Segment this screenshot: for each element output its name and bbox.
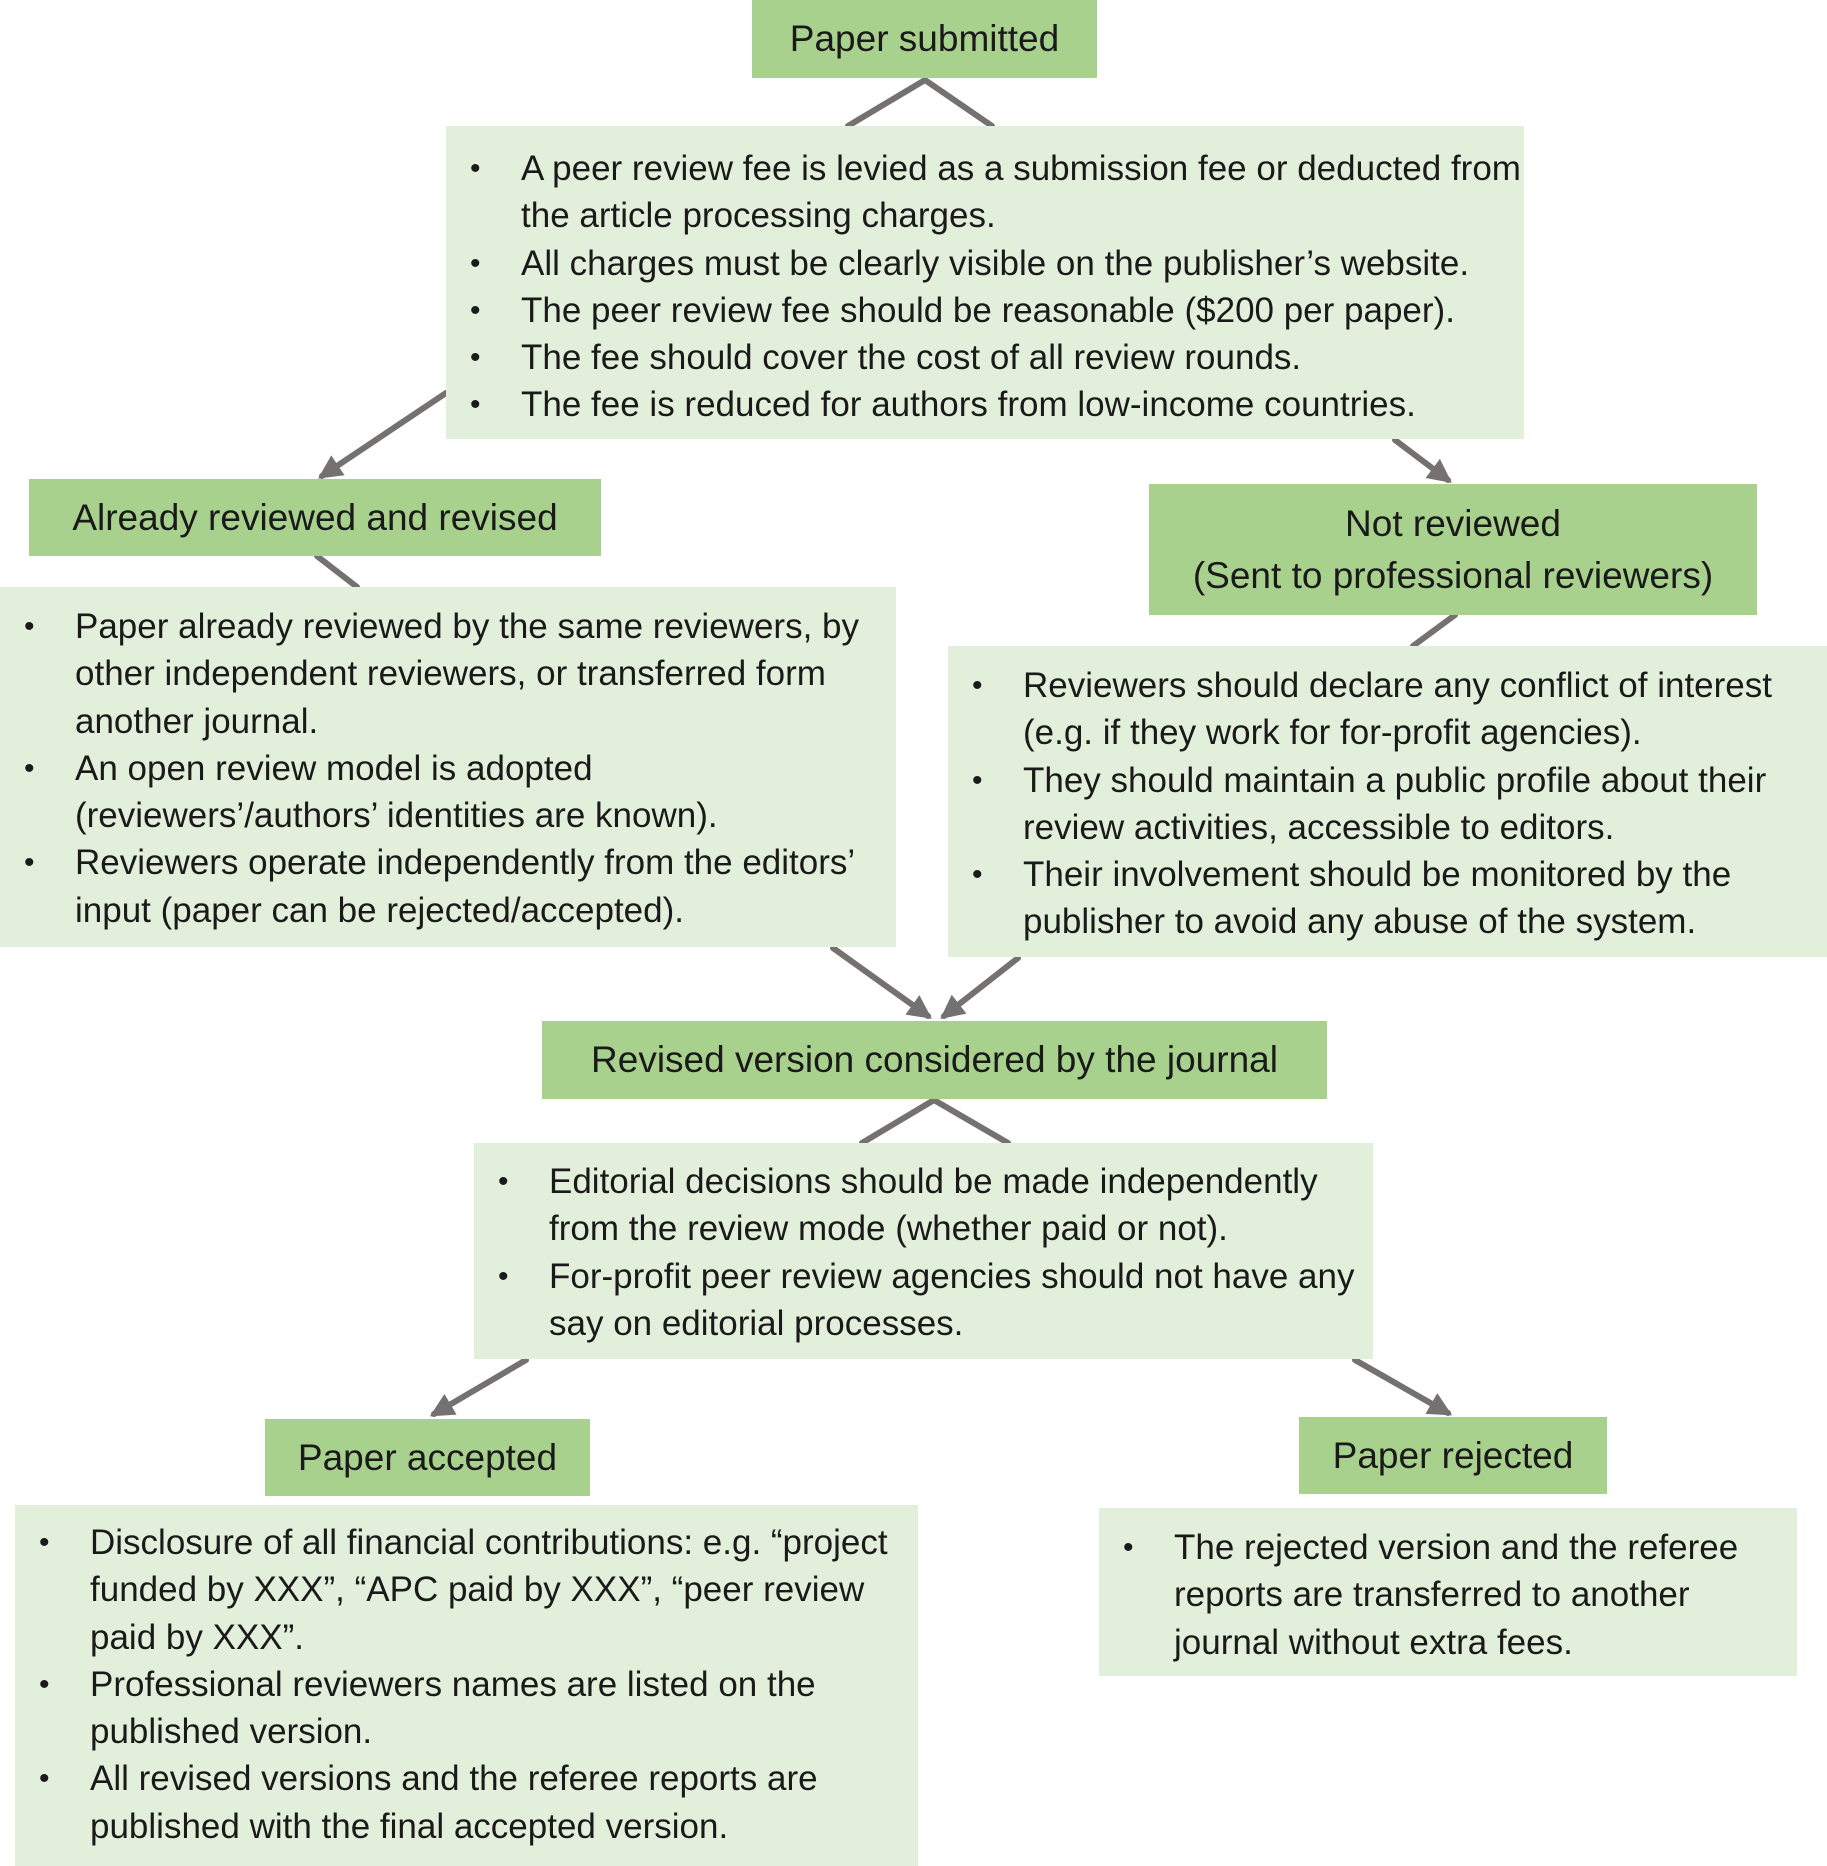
list-item: They should maintain a public profile ab… xyxy=(948,757,1827,852)
arrow-to-paper-rejected xyxy=(1352,1357,1453,1416)
list-item: Reviewers should declare any conflict of… xyxy=(948,662,1827,757)
list-item: An open review model is adopted (reviewe… xyxy=(0,745,896,840)
node-already-reviewed: Already reviewed and revised xyxy=(29,479,601,556)
already-reviewed-notes: Paper already reviewed by the same revie… xyxy=(0,587,896,947)
arrow-to-not-reviewed xyxy=(1392,437,1452,483)
connector-submitted-notes xyxy=(845,77,995,129)
node-label-line-1: Not reviewed xyxy=(1345,502,1561,544)
connector-revised-notes xyxy=(859,1097,1011,1146)
list-item: All charges must be clearly visible on t… xyxy=(446,240,1524,288)
node-label-line-2: (Sent to professional reviewers) xyxy=(1192,554,1714,596)
list-item: Editorial decisions should be made indep… xyxy=(474,1158,1373,1253)
arrow-from-already-reviewed-notes xyxy=(830,945,932,1019)
accepted-notes: Disclosure of all financial contribution… xyxy=(15,1505,918,1866)
node-paper-accepted: Paper accepted xyxy=(265,1419,590,1496)
connector-not-reviewed-notes xyxy=(1410,612,1458,649)
list-item: A peer review fee is levied as a submiss… xyxy=(446,145,1524,240)
connector-already-reviewed-notes xyxy=(314,553,360,590)
arrow-from-not-reviewed-notes xyxy=(940,955,1021,1019)
revised-notes: Editorial decisions should be made indep… xyxy=(474,1143,1373,1359)
node-label: Paper submitted xyxy=(789,18,1060,59)
list-item: Reviewers operate independently from the… xyxy=(0,839,896,934)
node-paper-submitted: Paper submitted xyxy=(752,0,1097,78)
node-paper-rejected: Paper rejected xyxy=(1299,1417,1607,1494)
list-item: The peer review fee should be reasonable… xyxy=(446,287,1524,335)
node-label: Paper rejected xyxy=(1332,1434,1574,1476)
list-item: Their involvement should be monitored by… xyxy=(948,851,1827,946)
node-label: Paper accepted xyxy=(297,1436,558,1478)
arrow-to-already-reviewed xyxy=(318,390,449,479)
list-item: Professional reviewers names are listed … xyxy=(15,1661,918,1756)
list-item: Paper already reviewed by the same revie… xyxy=(0,603,896,745)
node-label: Revised version considered by the journa… xyxy=(591,1039,1278,1080)
node-revised-version: Revised version considered by the journa… xyxy=(542,1021,1327,1099)
list-item: Disclosure of all financial contribution… xyxy=(15,1519,918,1661)
node-not-reviewed: Not reviewed (Sent to professional revie… xyxy=(1149,484,1757,615)
list-item: The rejected version and the referee rep… xyxy=(1099,1524,1797,1666)
rejected-notes: The rejected version and the referee rep… xyxy=(1099,1508,1797,1676)
arrow-to-paper-accepted xyxy=(429,1357,529,1417)
list-item: The fee should cover the cost of all rev… xyxy=(446,334,1524,382)
submission-notes: A peer review fee is levied as a submiss… xyxy=(446,126,1524,439)
list-item: The fee is reduced for authors from low-… xyxy=(446,381,1524,429)
list-item: All revised versions and the referee rep… xyxy=(15,1755,918,1850)
list-item: For-profit peer review agencies should n… xyxy=(474,1253,1373,1348)
not-reviewed-notes: Reviewers should declare any conflict of… xyxy=(948,646,1827,957)
node-label: Already reviewed and revised xyxy=(72,496,558,538)
